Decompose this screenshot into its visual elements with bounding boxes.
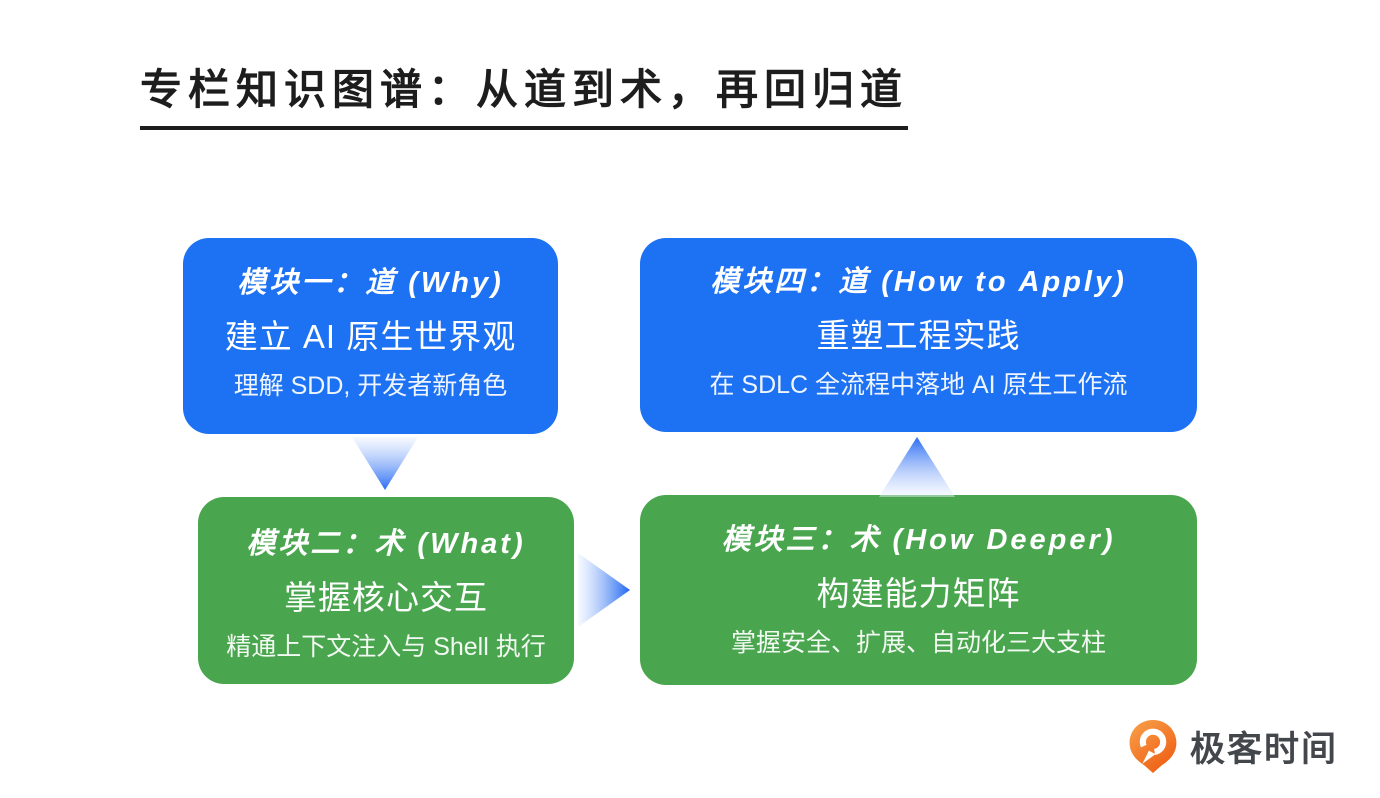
arrow-down-icon — [352, 437, 418, 490]
module-1-title: 模块一：道 (Why) — [237, 267, 504, 299]
module-1-description: 理解 SDD, 开发者新角色 — [233, 372, 508, 400]
geektime-logo-icon — [1129, 720, 1177, 773]
module-2-description: 精通上下文注入与 Shell 执行 — [226, 633, 546, 661]
module-2-subtitle: 掌握核心交互 — [284, 579, 488, 616]
brand-logo: 极客时间 — [1127, 719, 1338, 774]
brand-logo-text: 极客时间 — [1190, 730, 1339, 769]
page-title: 专栏知识图谱：从道到术，再回归道 — [140, 56, 909, 130]
module-1-subtitle: 建立 AI 原生世界观 — [224, 318, 517, 355]
arrow-up-shape — [879, 437, 955, 497]
module-card-4: 模块四：道 (How to Apply) 重塑工程实践 在 SDLC 全流程中落… — [640, 238, 1197, 432]
module-2-title: 模块二：术 (What) — [246, 528, 526, 560]
module-4-title: 模块四：道 (How to Apply) — [710, 266, 1127, 298]
module-card-1: 模块一：道 (Why) 建立 AI 原生世界观 理解 SDD, 开发者新角色 — [183, 238, 558, 434]
module-card-3: 模块三：术 (How Deeper) 构建能力矩阵 掌握安全、扩展、自动化三大支… — [640, 495, 1197, 685]
module-4-description: 在 SDLC 全流程中落地 AI 原生工作流 — [709, 371, 1128, 399]
arrow-up-icon — [879, 437, 955, 497]
arrow-right-shape — [578, 553, 630, 627]
arrow-right-icon — [578, 553, 630, 627]
logo-tail-shape — [1142, 750, 1156, 764]
arrow-down-shape — [352, 437, 418, 490]
module-3-subtitle: 构建能力矩阵 — [816, 575, 1021, 612]
module-4-subtitle: 重塑工程实践 — [816, 317, 1021, 354]
logo-pin-shape — [1129, 720, 1177, 773]
module-3-description: 掌握安全、扩展、自动化三大支柱 — [730, 629, 1106, 657]
logo-ring-shape — [1139, 728, 1167, 756]
module-3-title: 模块三：术 (How Deeper) — [721, 524, 1116, 556]
module-card-2: 模块二：术 (What) 掌握核心交互 精通上下文注入与 Shell 执行 — [198, 497, 574, 684]
